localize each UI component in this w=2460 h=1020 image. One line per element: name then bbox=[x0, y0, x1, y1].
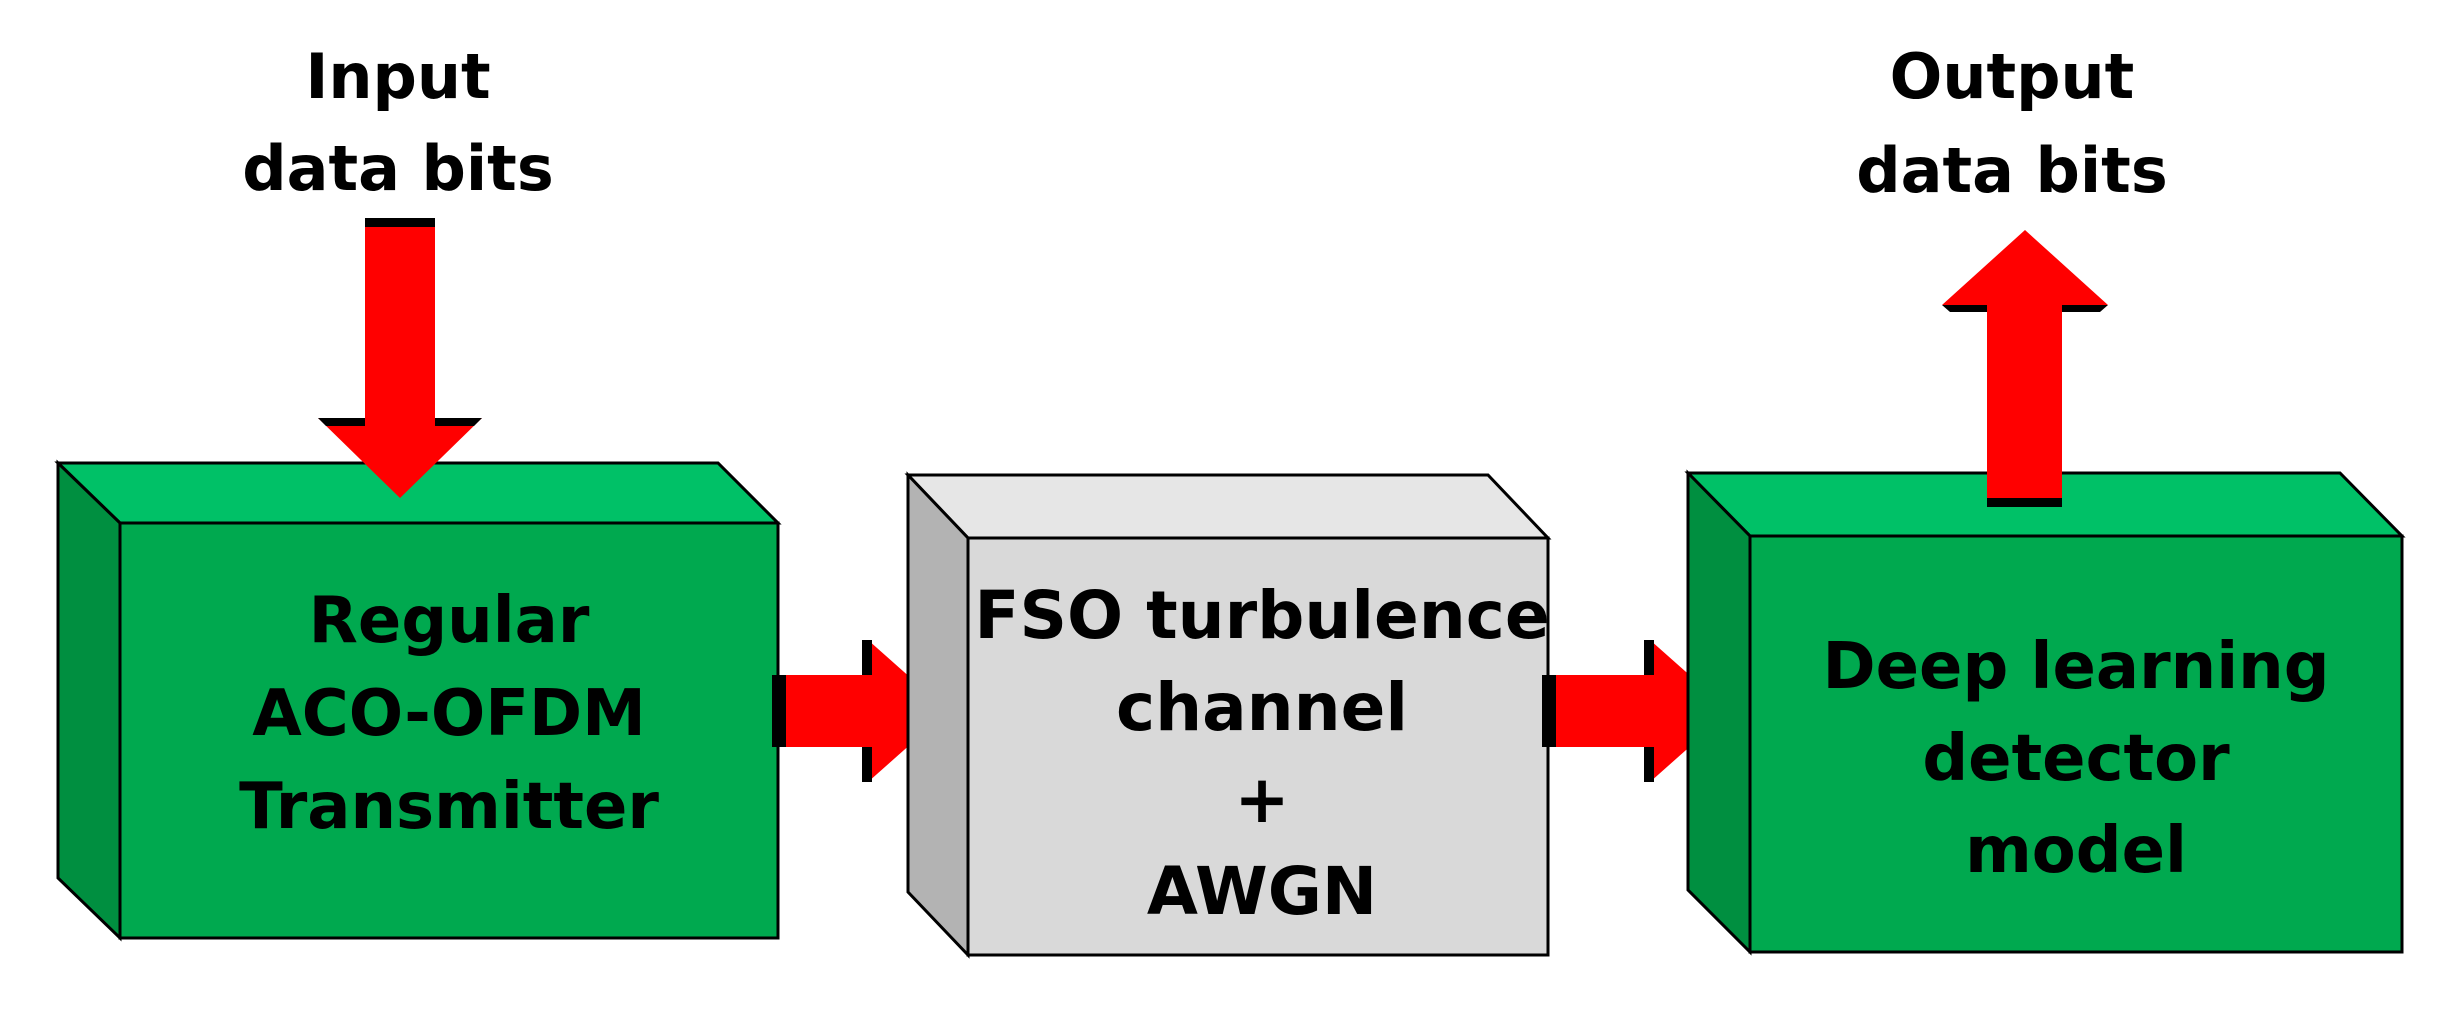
transmitter-label-line-3: Transmitter bbox=[239, 770, 659, 844]
input-label-line-1: Input bbox=[305, 40, 490, 113]
output-arrow bbox=[1942, 230, 2108, 507]
channel-top-face bbox=[904, 473, 1552, 540]
output-label-line-2: data bits bbox=[1856, 134, 2167, 207]
channel-label-line-4: AWGN bbox=[1147, 853, 1377, 930]
detector-label-line-3: model bbox=[1965, 814, 2187, 888]
transmitter-label-line-2: ACO-OFDM bbox=[252, 677, 646, 751]
detector-block bbox=[1684, 469, 2406, 956]
transmitter-side-face bbox=[56, 459, 122, 942]
arrow-down-icon bbox=[318, 218, 482, 498]
channel-front-face bbox=[966, 536, 1550, 957]
detector-label-line-2: detector bbox=[1922, 722, 2230, 796]
input-label-line-2: data bits bbox=[242, 132, 553, 205]
arrow-up-icon bbox=[1942, 230, 2108, 505]
detector-label-line-1: Deep learning bbox=[1823, 630, 2330, 704]
transmitter-front-face bbox=[118, 521, 780, 940]
transmitter-label-line-1: Regular bbox=[309, 584, 590, 658]
detector-side-face bbox=[1686, 469, 1752, 956]
channel-block bbox=[904, 471, 1552, 959]
output-label-line-1: Output bbox=[1890, 40, 2135, 113]
channel-label-line-1: FSO turbulence bbox=[974, 577, 1549, 654]
channel-side-face bbox=[906, 471, 970, 959]
detector-front-face bbox=[1748, 534, 2404, 954]
input-arrow bbox=[318, 218, 482, 498]
transmitter-block bbox=[54, 459, 782, 942]
channel-label-line-2: channel bbox=[1116, 669, 1408, 746]
channel-label-line-3: + bbox=[1234, 761, 1289, 838]
